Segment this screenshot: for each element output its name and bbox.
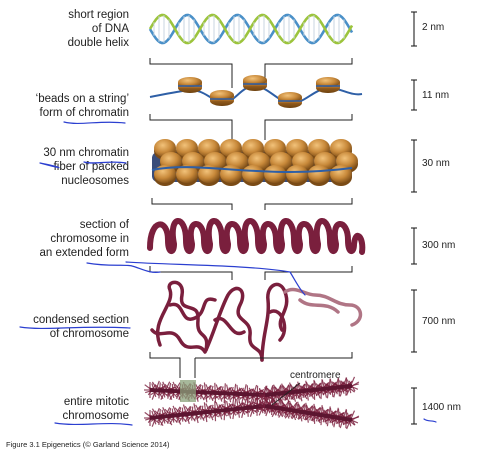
chromatid-core <box>149 404 266 420</box>
fiber-bead <box>242 165 264 183</box>
label-beads-on-string: ‘beads on a string’ form of chromatin <box>35 93 129 119</box>
label-condensed-section: condensed section of chromosome <box>33 314 129 340</box>
extended-chromosome-loops <box>147 218 366 255</box>
nucleosome-top <box>243 75 267 85</box>
fiber-bead <box>220 165 242 183</box>
nucleosome-beads <box>178 75 340 108</box>
fiber-bead <box>308 165 330 183</box>
fiber-bead <box>264 165 286 183</box>
label-dna-helix: short region of DNA double helix <box>67 9 129 49</box>
condensed-section <box>150 280 363 362</box>
chromatid-core <box>149 388 266 397</box>
centromere-pointer <box>271 382 301 406</box>
bracket-3 <box>151 198 353 210</box>
bracket-5 <box>149 352 353 378</box>
chromatid-fibers <box>144 376 360 430</box>
scale-700nm: 700 nm <box>422 316 456 327</box>
chromatid-core <box>264 384 353 397</box>
nucleosome-top <box>210 90 234 100</box>
fiber-bead <box>286 165 308 183</box>
30nm-fiber <box>151 139 358 186</box>
label-extended-chromosome: section of chromosome in an extended for… <box>39 219 129 259</box>
pen-underlines <box>19 121 437 426</box>
helix-base-pairs <box>153 15 345 43</box>
bracket-1 <box>149 58 353 88</box>
fiber-dna-wrap <box>151 166 353 173</box>
mitotic-chromosome <box>144 376 360 430</box>
highlight-box <box>180 380 196 402</box>
scale-11nm: 11 nm <box>422 90 450 101</box>
scale-2nm: 2 nm <box>422 22 445 33</box>
chromatid-core <box>264 404 353 422</box>
centromere-label: centromere <box>290 370 341 381</box>
scale-300nm: 300 nm <box>422 240 456 251</box>
scale-1400nm: 1400 nm <box>422 402 461 413</box>
packed-nucleosomes <box>151 139 358 186</box>
bracket-4 <box>149 266 353 280</box>
figure-caption: Figure 3.1 Epigenetics (© Garland Scienc… <box>6 440 170 449</box>
label-30nm-fiber: 30 nm chromatin fiber of packed nucleoso… <box>43 147 129 187</box>
nucleosome-top <box>278 92 302 102</box>
fiber-bead <box>198 165 220 183</box>
nucleosome-top <box>178 77 202 87</box>
scale-bars <box>411 11 417 425</box>
dna-double-helix <box>148 13 354 45</box>
fiber-bead <box>176 165 198 183</box>
beads-on-a-string <box>149 75 363 108</box>
scale-30nm: 30 nm <box>422 158 450 169</box>
bracket-2 <box>149 114 353 140</box>
chromatin-loop-strand <box>147 218 366 255</box>
label-mitotic-chromosome: entire mitotic chromosome <box>62 396 129 422</box>
nucleosome-top <box>316 77 340 87</box>
